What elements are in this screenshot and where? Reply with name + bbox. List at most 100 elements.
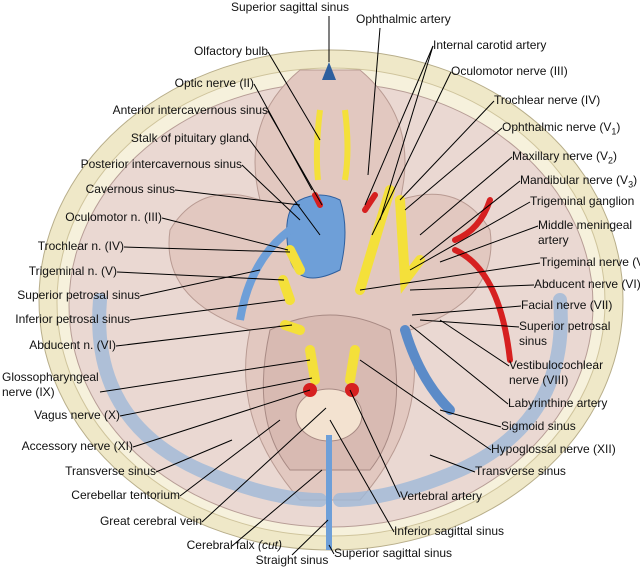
label-vertebral-artery: Vertebral artery	[400, 489, 483, 503]
label-superior-sagittal-sinus-bottom: Superior sagittal sinus	[334, 546, 453, 560]
leader-line	[439, 409, 502, 428]
label-line-1: Middle meningeal	[538, 218, 633, 232]
label-trigeminal-n: Trigeminal n. (V)	[28, 264, 117, 278]
olfactory-tract	[313, 109, 351, 181]
label-abducent-nerve: Abducent nerve (VI)	[534, 277, 640, 291]
label-text: Ophthalmic nerve (V	[502, 120, 612, 134]
label-text: Mandibular nerve (V	[520, 173, 629, 187]
leader-line	[439, 319, 510, 367]
label-labyrinthine-artery: Labyrinthine artery	[508, 396, 608, 410]
label-cerebellar-tentorium: Cerebellar tentorium	[71, 488, 180, 502]
leader-line	[419, 319, 520, 328]
leader-line	[248, 138, 321, 236]
leader-line	[129, 299, 286, 321]
label-ophthalmic-artery: Ophthalmic artery	[356, 12, 451, 26]
leader-line	[359, 262, 541, 291]
leader-line	[139, 269, 261, 297]
leader-line	[174, 189, 301, 206]
label-subscript: 1	[611, 126, 617, 137]
leader-line	[201, 407, 327, 523]
label-oculomotor-n: Oculomotor n. (III)	[65, 210, 162, 224]
leader-line	[429, 454, 476, 473]
label-hypoglossal-nerve: Hypoglossal nerve (XII)	[491, 442, 616, 456]
label-great-cerebral-vein: Great cerebral vein	[99, 514, 202, 528]
label-line-2: nerve (IX)	[2, 385, 55, 399]
label-line-1: Superior petrosal	[519, 319, 611, 333]
label-cerebral-falx-text: Cerebral falx	[186, 538, 255, 552]
label-straight-sinus: Straight sinus	[255, 553, 329, 567]
label-transverse-sinus-right: Transverse sinus	[475, 464, 566, 478]
label-posterior-intercavernous-sinus: Posterior intercavernous sinus	[80, 157, 242, 171]
cranial-nerves	[278, 185, 425, 335]
lower-cranial-nerves	[305, 345, 360, 385]
label-oculomotor-nerve: Oculomotor nerve (III)	[451, 64, 568, 78]
leader-line	[328, 544, 335, 555]
leader-line	[419, 156, 513, 236]
sigmoid-sinus	[400, 325, 455, 415]
leader-line	[267, 51, 321, 141]
leader-line	[179, 419, 281, 497]
label-cerebral-falx: Cerebral falx (cut)	[187, 538, 282, 553]
vertebral-artery-right	[345, 383, 359, 397]
label-mandibular-nerve: Mandibular nerve (V3)	[520, 173, 638, 190]
label-subscript: 2	[608, 155, 614, 166]
leader-line	[409, 324, 509, 405]
leader-line	[409, 284, 535, 291]
label-trochlear-n: Trochlear n. (IV)	[37, 239, 124, 253]
label-superior-petrosal-sinus-left: Superior petrosal sinus	[17, 288, 140, 302]
leader-line	[411, 305, 522, 316]
leader-line	[367, 27, 381, 176]
label-maxillary-nerve: Maxillary nerve (V2)	[512, 149, 618, 166]
superior-petrosal-sinus	[236, 226, 293, 321]
leader-line	[371, 71, 452, 236]
leader-line	[349, 389, 401, 498]
leader-line	[419, 180, 521, 261]
leader-line	[267, 110, 323, 206]
label-text: Maxillary nerve (V	[512, 149, 609, 163]
leader-line	[379, 45, 434, 221]
label-cavernous-sinus: Cavernous sinus	[85, 182, 175, 196]
leader-line	[329, 419, 395, 533]
label-accessory-nerve: Accessory nerve (XI)	[21, 439, 133, 453]
label-transverse-sinus-left: Transverse sinus	[65, 464, 156, 478]
leader-line	[161, 217, 289, 251]
superior-sagittal-sinus-shape	[322, 62, 336, 80]
leader-line	[359, 359, 492, 451]
label-vagus-nerve: Vagus nerve (X)	[34, 408, 120, 422]
leader-line	[155, 439, 233, 473]
label-anterior-intercavernous-sinus: Anterior intercavernous sinus	[112, 103, 268, 117]
leader-line	[116, 271, 285, 281]
label-internal-carotid-artery: Internal carotid artery	[433, 38, 547, 52]
label-inferior-petrosal-sinus: Inferior petrosal sinus	[15, 312, 130, 326]
label-inferior-sagittal-sinus: Inferior sagittal sinus	[394, 524, 505, 538]
leader-line	[115, 324, 293, 347]
label-line-2: nerve (VIII)	[509, 373, 569, 387]
leader-line	[291, 519, 329, 556]
label-abducent-n: Abducent n. (VI)	[29, 338, 116, 352]
leader-line	[399, 100, 495, 201]
label-trigeminal-nerve: Trigeminal nerve (V)	[540, 255, 640, 269]
leader-line	[123, 246, 291, 253]
label-line-2: artery	[538, 233, 569, 247]
label-stalk-of-pituitary-gland: Stalk of pituitary gland	[130, 131, 249, 145]
label-superior-sagittal-sinus-top: Superior sagittal sinus	[230, 0, 350, 14]
arteries	[312, 192, 513, 363]
label-cerebral-falx-note: (cut)	[258, 538, 282, 552]
leader-line	[99, 359, 311, 393]
label-line-1: Vestibulocochlear	[509, 358, 604, 372]
label-subscript: 3	[628, 179, 634, 190]
leader-line	[404, 127, 503, 211]
label-facial-nerve: Facial nerve (VII)	[521, 298, 613, 312]
leader-line	[231, 469, 323, 547]
label-line-2: sinus	[519, 334, 548, 348]
leader-line	[119, 377, 313, 417]
leader-line	[241, 164, 301, 221]
leader-line	[364, 45, 434, 206]
leader-line	[132, 389, 311, 448]
